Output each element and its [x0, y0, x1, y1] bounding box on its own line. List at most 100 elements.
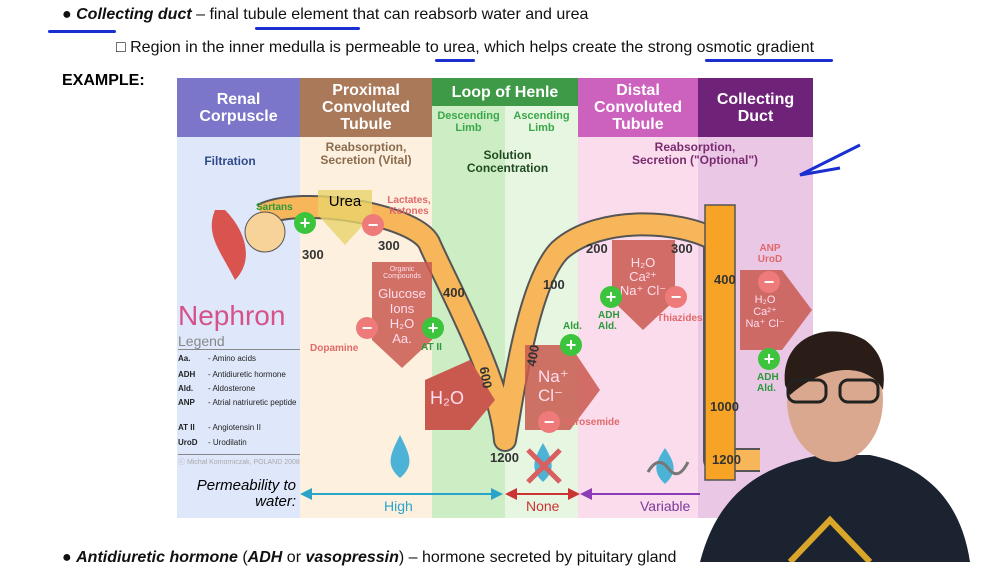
legend-desc: - Aldosterone	[208, 384, 256, 393]
dct-substances: H₂O Ca²⁺ Na⁺ Cl⁻	[619, 255, 667, 298]
bullet-collecting-duct: ● Collecting duct – final tubule element…	[62, 6, 589, 23]
function-dct-cd: Reabsorption, Secretion ("Optional")	[631, 140, 759, 167]
arrowhead	[300, 488, 312, 500]
arrowhead	[580, 488, 592, 500]
nephron-title: Nephron	[178, 300, 286, 331]
collecting-duct	[704, 204, 736, 481]
plus-icon: +	[560, 334, 582, 356]
plus-icon: +	[294, 212, 316, 234]
header-cd: Collecting Duct	[698, 78, 813, 137]
underlined-text: reabsorb water and urea	[414, 6, 589, 23]
term-collecting-duct: Collecting duct	[76, 6, 192, 23]
minus-icon: −	[758, 271, 780, 293]
bullet-text: – final tubule element that can	[191, 6, 415, 23]
osmolarity-label: 200	[586, 241, 608, 256]
ink-check-annotation	[799, 143, 861, 177]
aa: Aa.	[392, 331, 412, 346]
presenter-video	[700, 331, 970, 562]
osmolarity-label: 1000	[710, 399, 739, 414]
sub-text: □ Region in the inner medulla is permeab…	[116, 39, 426, 56]
legend-abbr: ANP	[178, 398, 195, 407]
cd-substances: H₂O Ca²⁺ Na⁺ Cl⁻	[745, 294, 785, 330]
legend-abbr: Ald.	[178, 384, 194, 393]
example-label: EXAMPLE:	[62, 72, 145, 89]
permeability-variable: Variable	[640, 498, 691, 514]
legend-item: Aa. - Amino acids	[178, 354, 256, 363]
osmolarity-label: 300	[302, 247, 324, 262]
ink-underline	[48, 30, 116, 33]
drug-adh-ald: ADH Ald.	[598, 310, 620, 332]
drug-thiazides: Thiazides	[657, 313, 703, 324]
drug-adh-ald: ADH Ald.	[757, 372, 779, 394]
tubule-fill	[257, 196, 760, 470]
minus-icon: −	[362, 214, 384, 236]
na: Na⁺	[538, 367, 569, 386]
cl: Cl⁻	[538, 386, 564, 405]
cd-arrow	[740, 270, 812, 350]
legend-item: UroD - Urodilatin	[178, 438, 247, 447]
legend-item: Ald. - Aldosterone	[178, 384, 255, 393]
cross-icon	[526, 448, 562, 484]
glucose: Glucose	[378, 286, 426, 301]
header-renal: Renal Corpuscle	[177, 78, 300, 137]
nacl: Na⁺Cl⁻	[538, 367, 569, 405]
underlined-text: to urea	[425, 39, 476, 56]
permeability-high: High	[384, 498, 413, 514]
legend-desc: - Antidiuretic hormone	[208, 370, 286, 379]
legend-desc: - Atrial natriuretic peptide	[208, 398, 297, 407]
arrowhead	[568, 488, 580, 500]
drug-lactates: Lactates, Ketones	[387, 195, 431, 217]
drug-ald: Ald.	[563, 321, 582, 332]
osmolarity-label: 300	[671, 241, 693, 256]
function-pct: Reabsorption, Secretion (Vital)	[320, 140, 412, 167]
header-ascending: Ascending Limb	[513, 110, 570, 134]
legend-abbr: Aa.	[178, 354, 191, 363]
header-dct: Distal Convoluted Tubule	[578, 78, 698, 137]
drug-sartans: Sartans	[256, 202, 293, 213]
col-renal	[177, 78, 300, 518]
legend-title: Legend	[178, 333, 300, 350]
credit: ⓒ Michał Komorniczak, POLAND 2008	[178, 454, 300, 467]
renal-corpuscle	[211, 210, 246, 280]
arrowhead	[505, 488, 517, 500]
tilde-icon	[646, 460, 690, 476]
text: (	[237, 549, 248, 566]
ions: Ions	[389, 301, 415, 316]
osmolarity-label: 400	[714, 272, 736, 287]
permeability-none: None	[526, 498, 560, 514]
legend-abbr: AT II	[178, 423, 195, 432]
minus-icon: −	[665, 286, 687, 308]
urea-label: Urea	[328, 193, 362, 210]
legend-item: ADH - Antidiuretic hormone	[178, 370, 286, 379]
legend-item: ANP - Atrial natriuretic peptide	[178, 398, 298, 407]
legend-abbr: UroD	[178, 438, 198, 447]
underlined-text: osmotic gradient	[696, 39, 815, 56]
minus-icon: −	[538, 411, 560, 433]
loop-h2o: H₂O	[430, 388, 464, 408]
drug-anp-urod: ANP UroD	[757, 243, 783, 265]
function-loop: Solution Concentration	[466, 148, 549, 175]
legend-abbr: ADH	[178, 370, 196, 379]
osmolarity-label: 100	[543, 277, 565, 292]
drug-furosemide: Furosemide	[563, 417, 620, 428]
dct-arrow	[612, 240, 675, 330]
legend-item: AT II- Angiotensin II	[178, 423, 261, 432]
plus-icon: +	[600, 286, 622, 308]
sub-text: , which helps create the strong	[475, 39, 697, 56]
plus-icon: +	[422, 317, 444, 339]
h2o-loop-arrow	[425, 360, 495, 430]
osmolarity-label: 400	[443, 285, 465, 300]
header-descending: Descending Limb	[437, 110, 500, 134]
organic-label: Organic Compounds	[383, 266, 421, 280]
nacl-arrow	[525, 345, 600, 430]
osmolarity-label: 1200	[712, 452, 741, 467]
legend-desc: - Amino acids	[208, 354, 257, 363]
h2o: H₂O	[389, 316, 415, 331]
osmolarity-label: 1200	[490, 450, 519, 465]
legend-desc: - Urodilatin	[208, 438, 247, 447]
permeability-label: Permeability to water:	[196, 477, 296, 510]
ink-underline	[705, 59, 833, 62]
osmolarity-label: 300	[378, 238, 400, 253]
ink-underline	[435, 59, 475, 62]
